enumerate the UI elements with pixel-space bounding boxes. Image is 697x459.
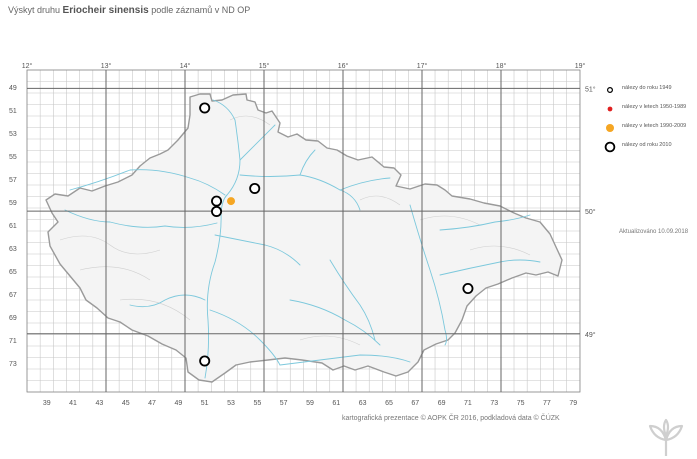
occurrence-markers: [199, 102, 474, 367]
latitude-label: 50°: [585, 208, 596, 216]
column-label: 71: [464, 400, 472, 407]
river-morava: [409, 204, 447, 346]
orange-dot-icon: [606, 124, 614, 132]
river-jizera: [239, 124, 276, 161]
row-label: 63: [9, 246, 17, 253]
row-label: 69: [9, 315, 17, 322]
title-prefix: Výskyt druhu: [8, 5, 61, 15]
column-label: 43: [95, 400, 103, 407]
river-otava: [129, 294, 206, 308]
large-ring-icon: [604, 141, 616, 153]
column-label: 57: [280, 400, 288, 407]
row-label: 49: [9, 85, 17, 92]
record-marker-od-2010: [211, 205, 223, 217]
river-ohre: [69, 169, 226, 196]
row-label: 71: [9, 338, 17, 345]
river-svratka: [329, 259, 376, 341]
column-label: 61: [332, 400, 340, 407]
river-vltava: [204, 194, 228, 379]
map-title: Výskyt druhu Eriocheir sinensis podle zá…: [8, 5, 250, 16]
column-label: 45: [122, 400, 130, 407]
grid-major: [26, 69, 581, 393]
longitude-label: 16°: [338, 62, 349, 70]
record-marker-od-2010: [199, 102, 211, 114]
small-ring-icon: [606, 86, 614, 94]
record-marker-1990-2009: [227, 197, 236, 206]
latitude-label: 49°: [585, 331, 596, 339]
river-berounka: [64, 209, 218, 228]
row-label: 57: [9, 177, 17, 184]
map-frame: [26, 69, 581, 393]
title-species: Eriocheir sinensis: [62, 5, 149, 16]
column-label: 49: [174, 400, 182, 407]
longitude-label: 14°: [180, 62, 191, 70]
column-label: 41: [69, 400, 77, 407]
column-label: 59: [306, 400, 314, 407]
river-dyje: [279, 354, 411, 366]
legend-label: nálezy v letech 1950-1989: [622, 104, 687, 110]
column-label: 73: [490, 400, 498, 407]
row-label: 73: [9, 361, 17, 368]
river-labe-east: [239, 174, 361, 211]
column-label: 67: [411, 400, 419, 407]
column-label: 47: [148, 400, 156, 407]
longitude-label: 13°: [101, 62, 112, 70]
axis-labels: 12° 13° 14° 15° 16° 17° 18° 19° 51° 50° 49° 49 51 53 5…: [9, 62, 596, 407]
longitude-label: 15°: [259, 62, 270, 70]
river-cidlina: [299, 149, 316, 176]
column-label: 79: [569, 400, 577, 407]
record-marker-od-2010: [249, 182, 261, 194]
column-label: 53: [227, 400, 235, 407]
column-label: 55: [253, 400, 261, 407]
river-odra: [439, 214, 531, 231]
river-becva: [439, 259, 541, 276]
longitude-label: 12°: [22, 62, 33, 70]
longitude-label: 18°: [496, 62, 507, 70]
column-label: 51: [201, 400, 209, 407]
river-orlice: [339, 177, 391, 191]
relief-texture: [59, 115, 531, 346]
legend-item-do-1949: nálezy do roku 1949: [604, 82, 697, 101]
river-sazava: [214, 234, 301, 266]
river-jihlava: [289, 299, 381, 346]
aopk-leaf-logo-icon: [648, 418, 684, 456]
rivers: [64, 99, 541, 379]
legend-label: nálezy do roku 1949: [622, 85, 672, 91]
legend-label: nálezy od roku 2010: [622, 142, 672, 148]
column-label: 77: [543, 400, 551, 407]
latitude-label: 51°: [585, 85, 596, 93]
column-label: 63: [359, 400, 367, 407]
column-label: 69: [438, 400, 446, 407]
row-label: 61: [9, 223, 17, 230]
updated-date: Aktualizováno 10.09.2018: [619, 229, 689, 235]
legend-item-od-2010: nálezy od roku 2010: [604, 139, 697, 158]
record-marker-od-2010: [211, 195, 223, 207]
title-suffix: podle záznamů v ND OP: [151, 5, 251, 15]
row-label: 59: [9, 200, 17, 207]
red-dot-icon: [607, 106, 613, 112]
record-marker-od-2010: [462, 282, 474, 294]
column-label: 75: [517, 400, 525, 407]
river-luznice: [209, 309, 281, 366]
row-label: 51: [9, 108, 17, 115]
row-label: 55: [9, 154, 17, 161]
row-label: 65: [9, 269, 17, 276]
column-label: 39: [43, 400, 51, 407]
row-label: 53: [9, 131, 17, 138]
river-labe: [212, 99, 241, 196]
legend-item-1990-2009: nálezy v letech 1990-2009: [604, 120, 697, 139]
legend-label: nálezy v letech 1990-2009: [622, 123, 687, 129]
row-label: 67: [9, 292, 17, 299]
legend: nálezy do roku 1949 nálezy v letech 1950…: [604, 82, 697, 158]
longitude-label: 19°: [575, 62, 586, 70]
record-marker-od-2010: [199, 355, 211, 367]
longitude-label: 17°: [417, 62, 428, 70]
map-credit: kartografická prezentace © AOPK ČR 2016,…: [342, 415, 560, 422]
legend-item-1950-1989: nálezy v letech 1950-1989: [604, 101, 697, 120]
column-label: 65: [385, 400, 393, 407]
